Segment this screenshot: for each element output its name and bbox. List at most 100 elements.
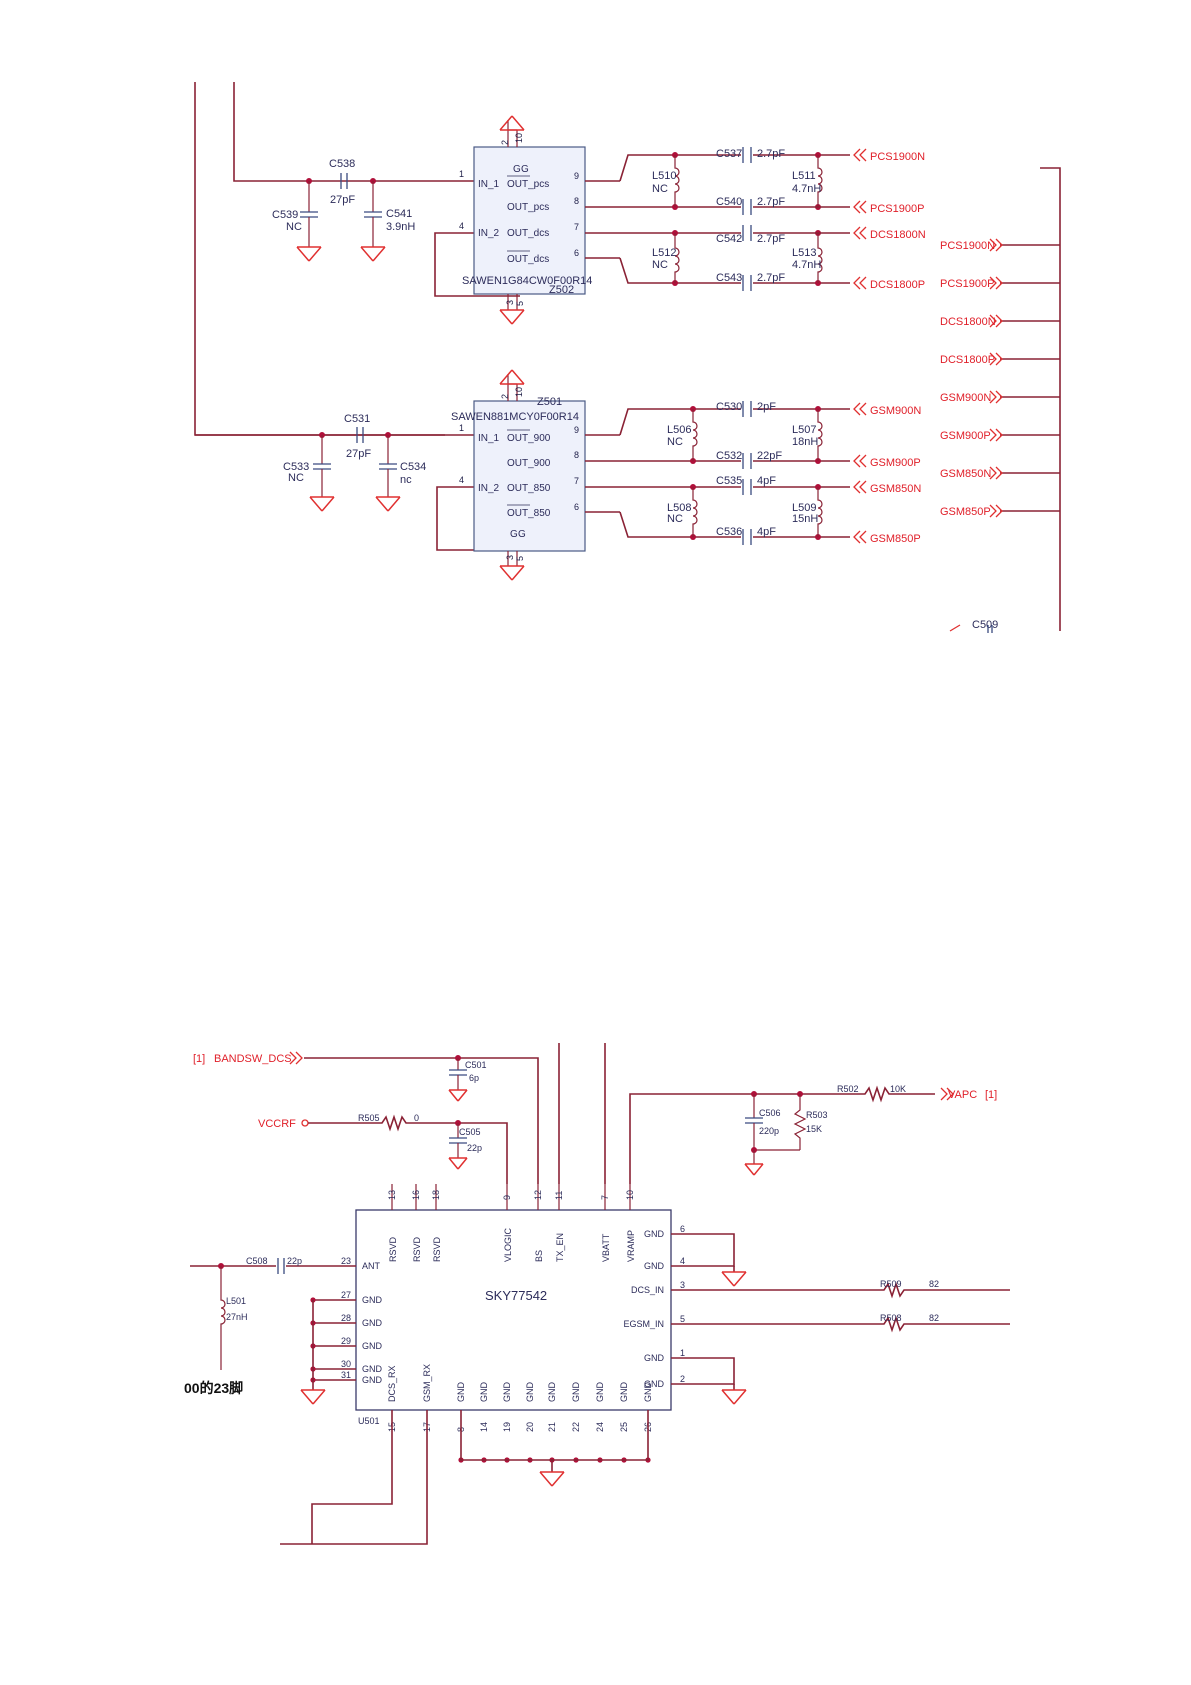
c542-ref: C542 bbox=[716, 233, 742, 245]
l506-ref: L506 bbox=[667, 424, 691, 436]
c506-value: 220p bbox=[759, 1126, 779, 1136]
pa-bottom-pin-label: GND bbox=[456, 1382, 466, 1403]
pa-top-pin-label: RSVD bbox=[432, 1236, 442, 1262]
z501-pin9: 9 bbox=[574, 425, 579, 435]
z501-body bbox=[473, 400, 586, 552]
z501-pin1: 1 bbox=[459, 423, 464, 433]
z501-ref: Z501 bbox=[537, 396, 562, 408]
pa-bottom-pin-label: GND bbox=[525, 1382, 535, 1403]
l513-value: 4.7nH bbox=[792, 259, 821, 271]
l507-ref: L507 bbox=[792, 424, 816, 436]
c534-ref: C534 bbox=[400, 461, 426, 473]
pa-top-pin-label: RSVD bbox=[412, 1236, 422, 1262]
pa-right-pin-label: DCS_IN bbox=[631, 1285, 664, 1295]
pa-bottom-pin-label: GND bbox=[571, 1382, 581, 1403]
c531-ref: C531 bbox=[344, 413, 370, 425]
z502-in1-label: IN_1 bbox=[478, 179, 500, 190]
pa-left-pin-label: GND bbox=[362, 1341, 383, 1351]
bus-port-label: DCS1800P bbox=[940, 354, 995, 366]
z502-pin-top-2: 2 bbox=[500, 140, 510, 145]
r509-ref: R509 bbox=[880, 1279, 902, 1289]
pa-bottom-pin-label: GND bbox=[643, 1382, 653, 1403]
pa-left-pin-num: 30 bbox=[341, 1359, 351, 1369]
bus-port-label: GSM850P bbox=[940, 506, 991, 518]
pa-bottom-pin-label: GND bbox=[619, 1382, 629, 1403]
z502-in2-loop bbox=[434, 232, 520, 297]
z502-g-label: G bbox=[513, 164, 521, 175]
c540-value: 2.7pF bbox=[757, 196, 785, 208]
pa-top-pin-num: 7 bbox=[600, 1195, 610, 1200]
pa-right-pin-label: GND bbox=[644, 1261, 665, 1271]
z501-section: C531 27pF C533 NC C534 nc 1 4 IN_1 IN_2 … bbox=[195, 369, 921, 581]
pa-left-pin-num: 29 bbox=[341, 1336, 351, 1346]
r509-value: 82 bbox=[929, 1279, 939, 1289]
l511-value: 4.7nH bbox=[792, 183, 821, 195]
pa-right-pin-label: GND bbox=[644, 1353, 665, 1363]
z502-out-dcs-1: OUT_dcs bbox=[507, 228, 549, 239]
r502-value: 10K bbox=[890, 1084, 906, 1094]
z502-pin1: 1 bbox=[459, 169, 464, 179]
pa-left-pin-num: 31 bbox=[341, 1370, 351, 1380]
c535-ref: C535 bbox=[716, 475, 742, 487]
z502-pin4: 4 bbox=[459, 221, 464, 231]
vapc-suffix: [1] bbox=[985, 1089, 997, 1101]
z502-pin9: 9 bbox=[574, 171, 579, 181]
port-gsm900p: GSM900P bbox=[870, 457, 921, 469]
c508-value: 22p bbox=[287, 1256, 302, 1266]
l501-ref: L501 bbox=[226, 1296, 246, 1306]
z501-g-label-2: G bbox=[518, 529, 526, 540]
pa-left-pin-label: GND bbox=[362, 1295, 383, 1305]
pa-top-pin-num: 18 bbox=[431, 1190, 441, 1200]
port-gsm850p: GSM850P bbox=[870, 533, 921, 545]
bandsw-prefix: [1] bbox=[193, 1053, 205, 1065]
pa-top-pin-num: 10 bbox=[625, 1190, 635, 1200]
bandsw-label: BANDSW_DCS bbox=[214, 1053, 292, 1065]
z501-pin6: 6 bbox=[574, 502, 579, 512]
c509-ref: C509 bbox=[972, 619, 998, 631]
c533-ref: C533 bbox=[283, 461, 309, 473]
pa-left-pin-label: GND bbox=[362, 1364, 383, 1374]
bus-port-label: PCS1900P bbox=[940, 278, 994, 290]
pa-right-pin-num: 4 bbox=[680, 1256, 685, 1266]
port-pcs1900p: PCS1900P bbox=[870, 203, 924, 215]
z502-in2-label: IN_2 bbox=[478, 228, 500, 239]
z501-pin4: 4 bbox=[459, 475, 464, 485]
r502-ref: R502 bbox=[837, 1084, 859, 1094]
z501-pin-top-2: 2 bbox=[500, 394, 510, 399]
l510-ref: L510 bbox=[652, 170, 676, 182]
pa-bottom-pin-num: 20 bbox=[525, 1422, 535, 1432]
pa-left-pin-label: GND bbox=[362, 1375, 383, 1385]
l501-value: 27nH bbox=[226, 1312, 248, 1322]
pa-left-pin-label: GND bbox=[362, 1318, 383, 1328]
pa-bottom-pin-num: 14 bbox=[479, 1422, 489, 1432]
z502-ref: Z502 bbox=[549, 284, 574, 296]
z502-pin7: 7 bbox=[574, 222, 579, 232]
z502-out-dcs-2: OUT_dcs bbox=[507, 254, 549, 265]
z502-part: SAWEN1G84CW0F00R14 bbox=[462, 275, 592, 287]
pa-right-pin-num: 1 bbox=[680, 1348, 685, 1358]
z501-pin7: 7 bbox=[574, 476, 579, 486]
bus-port-label: GSM850N bbox=[940, 468, 991, 480]
z502-pin8: 8 bbox=[574, 196, 579, 206]
c536-ref: C536 bbox=[716, 526, 742, 538]
pa-top-pin-label: BS bbox=[534, 1250, 544, 1262]
c533-value: NC bbox=[288, 472, 304, 484]
z501-g-label: G bbox=[510, 529, 518, 540]
c505-value: 22p bbox=[467, 1143, 482, 1153]
c539-ref: C539 bbox=[272, 209, 298, 221]
z501-in1-label: IN_1 bbox=[478, 433, 500, 444]
z501-pin-top-10: 10 bbox=[514, 387, 524, 397]
port-dcs1800p: DCS1800P bbox=[870, 279, 925, 291]
z502-pin-top-10: 10 bbox=[514, 133, 524, 143]
pa-bottom-pin-label: DCS_RX bbox=[387, 1365, 397, 1402]
z502-g-label-2: G bbox=[521, 164, 529, 175]
pa-bottom-pin-num: 24 bbox=[595, 1422, 605, 1432]
pa-bottom-pin-label: GND bbox=[595, 1382, 605, 1403]
c542-value: 2.7pF bbox=[757, 233, 785, 245]
bus-port-label: GSM900N bbox=[940, 392, 991, 404]
pa-top-pin-label: VLOGIC bbox=[503, 1227, 513, 1262]
z501-out900-2: OUT_900 bbox=[507, 458, 551, 469]
pa-top-pin-label: TX_EN bbox=[555, 1233, 565, 1262]
z501-pin-bot-5: 5 bbox=[515, 556, 525, 561]
c530-value: 2pF bbox=[757, 401, 776, 413]
